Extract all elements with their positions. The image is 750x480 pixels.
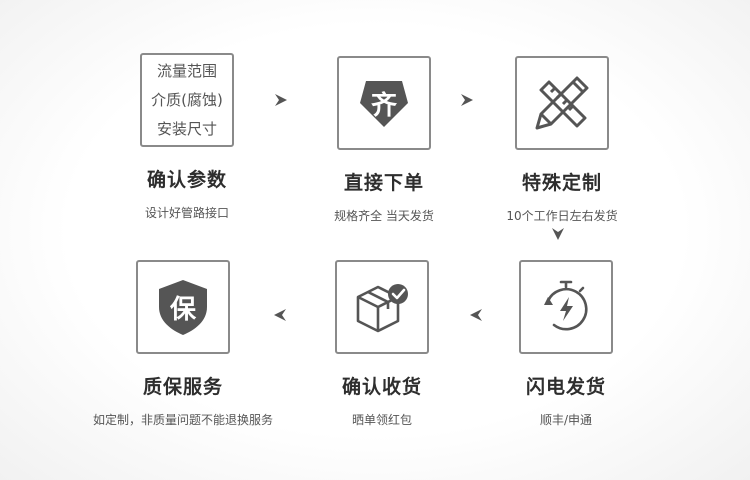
arrow-left-icon [470,309,482,321]
stopwatch-lightning-icon [544,280,588,331]
step-fast-shipping: 闪电发货 顺丰/申通 [466,260,666,428]
step-title: 质保服务 [142,376,223,398]
step-custom: 特殊定制 10个工作日左右发货 [462,56,662,224]
step-warranty: 保 质保服务 如定制，非质量问题不能退换服务 [83,260,283,428]
step-title: 特殊定制 [521,172,602,194]
param-medium: 介质(腐蚀) [151,90,223,109]
step-title: 直接下单 [343,172,424,194]
param-install-size: 安装尺寸 [156,119,217,138]
step-direct-order: 齐 直接下单 规格齐全 当天发货 [284,56,484,224]
param-flow-range: 流量范围 [156,61,217,80]
step-title: 确认收货 [341,376,422,398]
step-subtitle: 晒单领红包 [351,413,412,427]
package-check-icon [356,284,408,333]
step-subtitle: 如定制，非质量问题不能退换服务 [92,413,273,427]
shield-icon [159,280,207,335]
arrow-right-icon [461,94,473,106]
params-box: 流量范围 介质(腐蚀) 安装尺寸 [140,53,234,147]
icon-box [335,260,429,354]
step-confirm-receipt: 确认收货 晒单领红包 [282,260,482,428]
step-title: 闪电发货 [525,376,606,398]
ruler-pencil-icon [535,76,589,130]
badge-char: 齐 [370,91,397,121]
step-subtitle: 设计好管路接口 [144,206,229,220]
icon-box: 保 [136,260,230,354]
step-subtitle: 10个工作日左右发货 [506,209,618,223]
step-confirm-params: 流量范围 介质(腐蚀) 安装尺寸 确认参数 设计好管路接口 [87,53,287,221]
arrow-down-icon [552,228,564,240]
arrow-left-icon [274,309,286,321]
arrow-right-icon [275,94,287,106]
icon-box: 齐 [337,56,431,150]
icon-box [515,56,609,150]
shield-char: 保 [169,295,196,325]
step-subtitle: 顺丰/申通 [539,413,593,427]
icon-box [519,260,613,354]
qi-badge-icon [360,81,408,127]
step-subtitle: 规格齐全 当天发货 [334,209,434,223]
step-title: 确认参数 [146,169,227,191]
